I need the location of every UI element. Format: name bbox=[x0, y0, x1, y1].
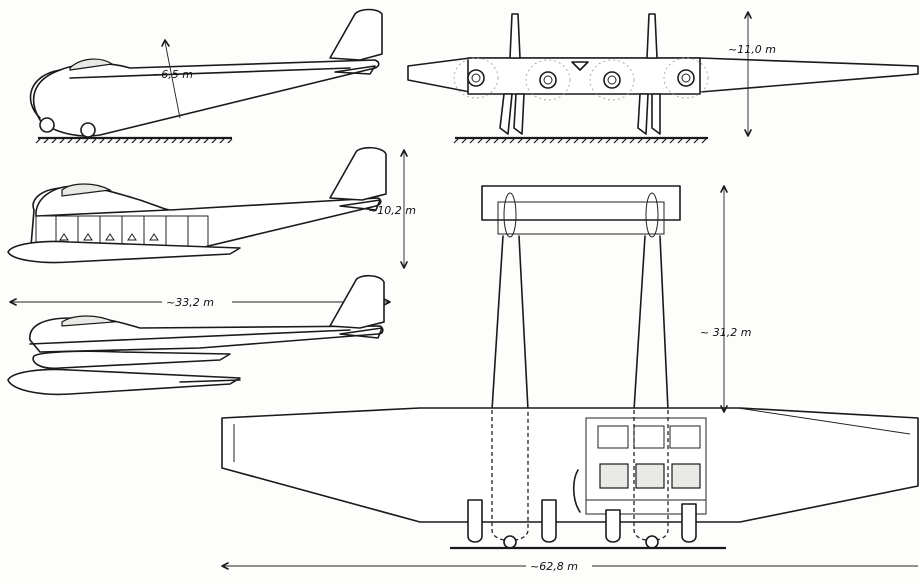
length-label-backdrop bbox=[162, 294, 232, 308]
front-view-height-arrowheads bbox=[744, 11, 752, 137]
top-view-length-arrowheads bbox=[720, 185, 728, 413]
glider-tailplane bbox=[334, 65, 376, 75]
glider-height-label: ~6,5 m bbox=[152, 68, 193, 81]
glider-fuselage bbox=[32, 59, 380, 137]
top-view: ~ 31,2 m ~62,8 m bbox=[221, 185, 919, 573]
cargo-side-view: ~10,2 m bbox=[7, 146, 416, 269]
glider-nose bbox=[29, 69, 61, 119]
top-view-length-label: ~ 31,2 m bbox=[700, 326, 751, 339]
lower-side-wing-line bbox=[29, 329, 351, 345]
glider-side-view: ~6,5 m bbox=[29, 8, 383, 144]
top-view-elevator bbox=[497, 201, 665, 235]
front-view-landing-gear bbox=[499, 93, 661, 135]
top-view-fin-left bbox=[503, 192, 517, 238]
lower-side-fuselage bbox=[29, 316, 384, 353]
top-view-fin-right bbox=[645, 192, 659, 238]
glider-wing-line bbox=[69, 67, 351, 79]
glider-fin bbox=[329, 8, 383, 61]
front-view-nose-marker bbox=[571, 61, 589, 71]
glider-ground-hatch bbox=[35, 138, 233, 144]
top-view-nacelles bbox=[467, 499, 697, 549]
top-view-wing bbox=[221, 407, 919, 523]
glider-height-dimension-line bbox=[164, 41, 181, 119]
glider-canopy bbox=[69, 58, 114, 71]
top-view-boom-left bbox=[491, 235, 529, 411]
lower-side-tailplane bbox=[339, 327, 383, 339]
glider-height-arrowhead bbox=[161, 39, 170, 47]
cargo-side-float bbox=[7, 240, 241, 264]
cargo-side-height-arrowheads bbox=[400, 149, 408, 269]
lower-side-float bbox=[7, 368, 241, 396]
front-view-fuselage bbox=[467, 57, 701, 95]
length-dimension: ~33,2 m bbox=[9, 294, 391, 309]
front-view-fin-left bbox=[509, 13, 521, 59]
lower-side-canopy bbox=[61, 315, 117, 327]
lower-side-hull bbox=[32, 350, 231, 370]
front-view-height-label: ~11,0 m bbox=[728, 43, 776, 56]
top-view-span-arrowhead bbox=[221, 562, 229, 570]
top-view-boom-right bbox=[633, 235, 669, 411]
front-view-engines bbox=[453, 57, 709, 101]
glider-wheel-rear bbox=[80, 122, 96, 138]
glider-wheel-front bbox=[39, 117, 55, 133]
cargo-side-canopy bbox=[61, 183, 112, 197]
length-dimension-label: ~33,2 m bbox=[166, 296, 214, 309]
lower-side-float-tail bbox=[179, 379, 241, 383]
front-view-fin-right bbox=[646, 13, 658, 59]
length-dimension-arrowheads bbox=[9, 298, 391, 306]
cargo-side-tailplane bbox=[339, 199, 381, 211]
cargo-side-fin bbox=[329, 146, 387, 201]
top-view-aileron-right bbox=[737, 407, 911, 435]
cargo-side-height-label: ~10,2 m bbox=[368, 204, 416, 217]
lower-side-fin bbox=[329, 274, 385, 329]
front-view: ~11,0 m bbox=[407, 11, 919, 144]
lower-side-view bbox=[7, 274, 385, 396]
top-view-tailplane bbox=[481, 185, 681, 221]
top-view-span-label: ~62,8 m bbox=[530, 560, 578, 573]
span-label-backdrop bbox=[526, 558, 592, 572]
top-view-cargo-bay bbox=[572, 417, 707, 515]
front-view-ground-hatch bbox=[453, 138, 707, 144]
